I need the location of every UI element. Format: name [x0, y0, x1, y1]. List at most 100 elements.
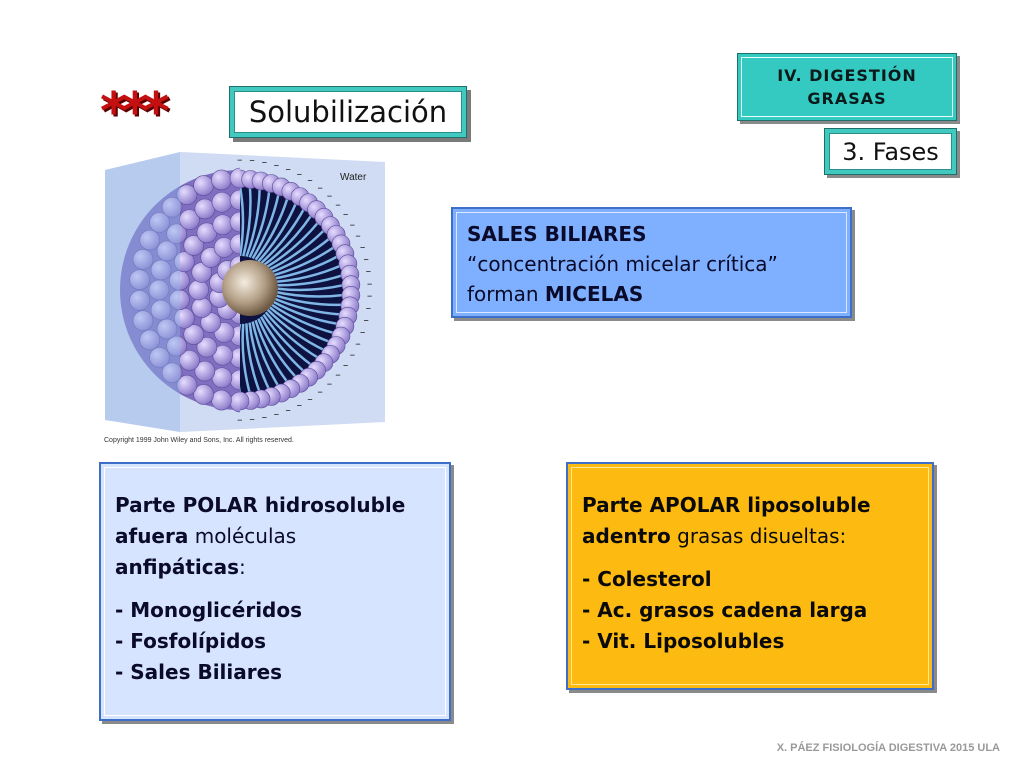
polar-head	[179, 209, 200, 230]
lipid-tail	[272, 296, 342, 316]
polar-head	[174, 251, 195, 273]
bile-salts-box: SALES BILIARES “concentración micelar cr…	[451, 207, 852, 318]
charge-sign: –	[317, 181, 323, 194]
lipid-tail	[245, 187, 261, 258]
charge-sign: –	[297, 399, 303, 412]
polar-head	[176, 374, 198, 396]
charge-sign: –	[367, 289, 373, 302]
charge-sign: –	[360, 240, 366, 253]
figure-copyright: Copyright 1999 John Wiley and Sons, Inc.…	[104, 437, 294, 444]
polar-head	[149, 347, 170, 368]
polar-head	[161, 196, 183, 218]
apolar-dissolved: grasas disueltas:	[670, 524, 847, 548]
water-label: Water	[340, 172, 367, 183]
lipid-tail	[273, 290, 345, 298]
charge-sign: –	[237, 413, 243, 426]
polar-molecules: moléculas	[188, 524, 297, 548]
lipid-tail	[270, 303, 335, 335]
phase-box: 3. Fases	[824, 128, 957, 175]
apolar-list: - Colesterol - Ac. grasos cadena larga -…	[582, 564, 918, 657]
lipid-tail	[254, 197, 289, 261]
polar-head	[150, 259, 172, 281]
charge-sign: –	[343, 208, 349, 221]
charge-sign: –	[307, 392, 313, 405]
charge-sign: –	[350, 348, 356, 361]
apolar-adentro: adentro	[582, 524, 671, 548]
polar-head	[229, 189, 240, 211]
polar-head	[183, 235, 205, 256]
polar-head	[176, 184, 198, 206]
lipid-tail	[257, 202, 298, 263]
polar-list: - Monoglicéridos - Fosfolípidos - Sales …	[115, 595, 435, 688]
polar-head	[229, 167, 240, 189]
charge-sign: –	[355, 337, 361, 350]
lipid-tail	[262, 313, 313, 367]
polar-head	[183, 324, 205, 345]
charge-sign: –	[262, 155, 268, 168]
list-item: - Monoglicéridos	[115, 598, 303, 622]
micelas-label: MICELAS	[544, 282, 644, 306]
polar-head	[229, 211, 240, 233]
charge-sign: –	[343, 358, 349, 371]
apolar-heading: Parte APOLAR liposoluble	[582, 493, 871, 517]
bile-salts-concentration: “concentración micelar crítica”	[467, 252, 778, 276]
polar-part-box: Parte POLAR hidrosoluble afuera molécula…	[99, 462, 451, 721]
charge-sign: –	[355, 229, 361, 242]
polar-heading: Parte POLAR hidrosoluble	[115, 493, 406, 517]
charge-sign: –	[360, 326, 366, 339]
polar-head	[191, 297, 213, 318]
charge-sign: –	[307, 174, 313, 187]
charge-sign: –	[249, 154, 255, 167]
lipid-tail	[259, 316, 306, 373]
charge-sign: –	[366, 302, 372, 315]
polar-head	[149, 212, 170, 233]
charge-sign: –	[237, 153, 243, 166]
lipid-tail	[272, 264, 342, 284]
stars-decoration: ***	[100, 82, 170, 142]
lipid-tail	[240, 185, 245, 257]
charge-sign: –	[335, 198, 341, 211]
micelle-outer-heads	[120, 167, 240, 413]
lipid-tail	[270, 245, 336, 278]
form-prefix: forman	[467, 282, 545, 306]
polar-head	[240, 391, 250, 411]
lipid-tail	[242, 186, 252, 257]
polar-head	[166, 223, 187, 245]
page-title: Solubilización	[234, 91, 462, 133]
polar-head	[166, 335, 187, 357]
polar-head	[212, 214, 234, 236]
lipid-tail	[273, 293, 343, 307]
polar-head	[229, 233, 240, 255]
polar-head	[132, 310, 154, 331]
lipid-tail	[269, 237, 331, 275]
polar-head	[139, 229, 161, 251]
phase-label: 3. Fases	[829, 133, 952, 170]
polar-head	[196, 336, 218, 358]
apolar-part-box: Parte APOLAR liposoluble adentro grasas …	[566, 462, 934, 690]
charge-sign: –	[327, 377, 333, 390]
charge-sign: –	[327, 189, 333, 202]
polar-head	[132, 249, 154, 270]
polar-head	[211, 169, 232, 191]
lipid-tail	[251, 193, 280, 260]
charge-sign: –	[274, 158, 280, 171]
lipid-tail	[265, 221, 320, 269]
charge-sign: –	[262, 411, 268, 424]
polar-line-3: anfipáticas:	[115, 552, 435, 583]
polar-head	[161, 362, 183, 384]
polar-colon: :	[239, 555, 246, 579]
polar-head	[193, 384, 214, 405]
lipid-tail	[266, 308, 326, 352]
polar-head	[211, 191, 233, 213]
lipid-tail	[271, 254, 339, 281]
charge-sign: –	[317, 385, 323, 398]
lipid-tail	[268, 306, 331, 344]
lipid-tail	[262, 214, 313, 267]
footer-credit: X. PÁEZ FISIOLOGÍA DIGESTIVA 2015 ULA	[776, 742, 1000, 754]
lipid-tail	[251, 321, 280, 388]
micelle-figure: –––––––––––––––––––––––––––––––––– Water	[105, 152, 385, 432]
polar-head	[139, 329, 161, 351]
list-item: - Sales Biliares	[115, 660, 283, 684]
charge-sign: –	[274, 408, 280, 421]
charge-sign: –	[285, 162, 291, 175]
